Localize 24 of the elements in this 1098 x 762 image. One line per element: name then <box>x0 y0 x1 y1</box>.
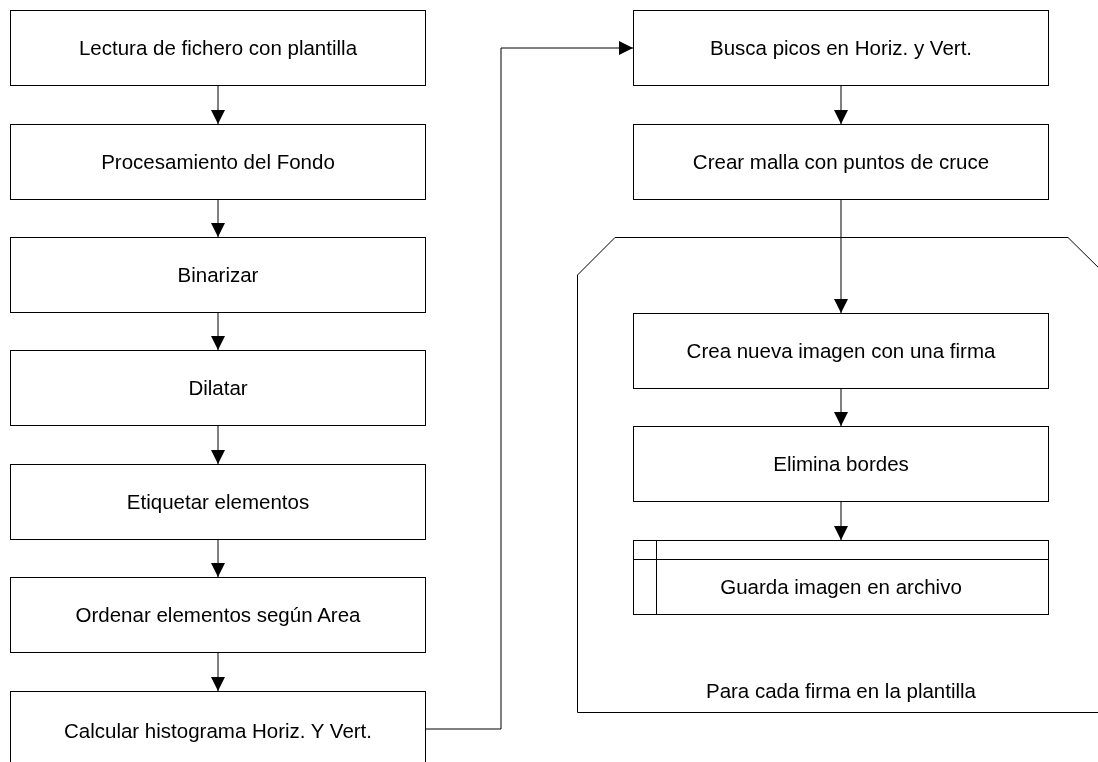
loop-label: Para cada firma en la plantilla <box>704 679 978 703</box>
process-box: Binarizar <box>10 237 426 313</box>
arrow <box>834 388 848 427</box>
arrow <box>834 501 848 541</box>
arrow <box>834 199 848 314</box>
process-box: Etiquetar elementos <box>10 464 426 540</box>
process-box: Ordenar elementos según Area <box>10 577 426 653</box>
process-box: Calcular histograma Horiz. Y Vert. <box>10 691 426 762</box>
process-box: Elimina bordes <box>633 426 1049 502</box>
process-box: Crear malla con puntos de cruce <box>633 124 1049 200</box>
arrow <box>834 85 848 125</box>
subprocess-box: Guarda imagen en archivo <box>633 540 1049 615</box>
arrow <box>211 539 225 578</box>
process-box: Procesamiento del Fondo <box>10 124 426 200</box>
arrow <box>211 425 225 465</box>
arrow <box>211 199 225 238</box>
process-box: Lectura de fichero con plantilla <box>10 10 426 86</box>
arrow <box>211 85 225 125</box>
arrow <box>211 312 225 351</box>
process-box: Crea nueva imagen con una firma <box>633 313 1049 389</box>
arrow <box>425 41 634 730</box>
process-box: Busca picos en Horiz. y Vert. <box>633 10 1049 86</box>
process-box: Dilatar <box>10 350 426 426</box>
arrow <box>211 652 225 692</box>
